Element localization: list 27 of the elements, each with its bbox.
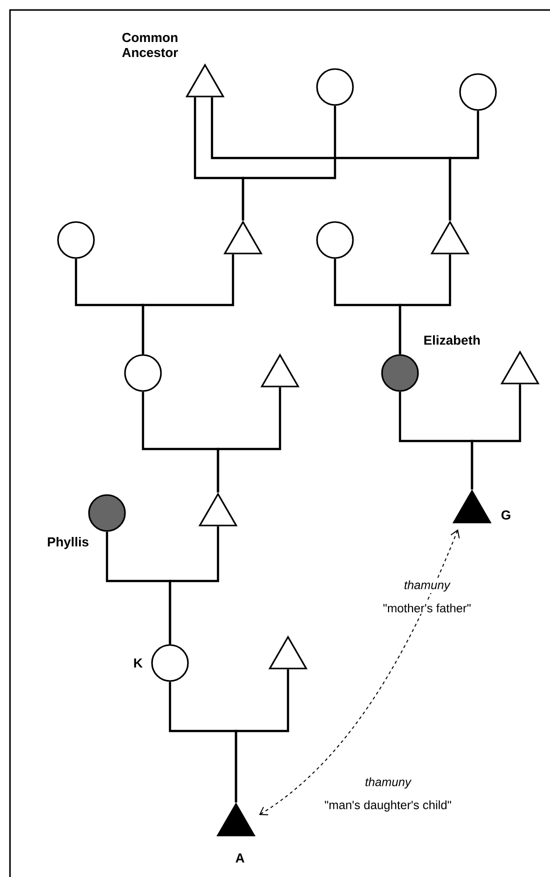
person-label: A <box>236 854 244 862</box>
descent-line <box>398 254 452 354</box>
descent-line <box>216 387 282 492</box>
female-circle <box>151 644 189 682</box>
term-label: thamuny <box>364 776 413 790</box>
descent-line <box>242 106 336 220</box>
female-circle <box>88 494 126 532</box>
person-label: Phyllis <box>48 536 88 550</box>
person-label: Elizabeth <box>424 335 480 345</box>
arrow <box>259 529 460 816</box>
term-label: "mother's father" <box>381 602 473 614</box>
female-circle <box>316 68 354 106</box>
female-circle <box>459 73 497 111</box>
descent-line <box>168 526 220 644</box>
descent-line <box>142 254 234 354</box>
term-label: "man's daughter's child" <box>322 798 454 814</box>
person-label: G <box>501 510 510 520</box>
term-label: thamuny <box>402 578 452 594</box>
descent-line <box>470 384 522 490</box>
descent-line <box>448 110 480 220</box>
female-circle <box>316 221 354 259</box>
person-label: Common Ancestor <box>122 32 178 58</box>
person-label: K <box>134 658 143 668</box>
descent-line <box>234 669 290 802</box>
female-circle <box>124 354 162 392</box>
female-circle <box>381 354 419 392</box>
female-circle <box>57 221 95 259</box>
